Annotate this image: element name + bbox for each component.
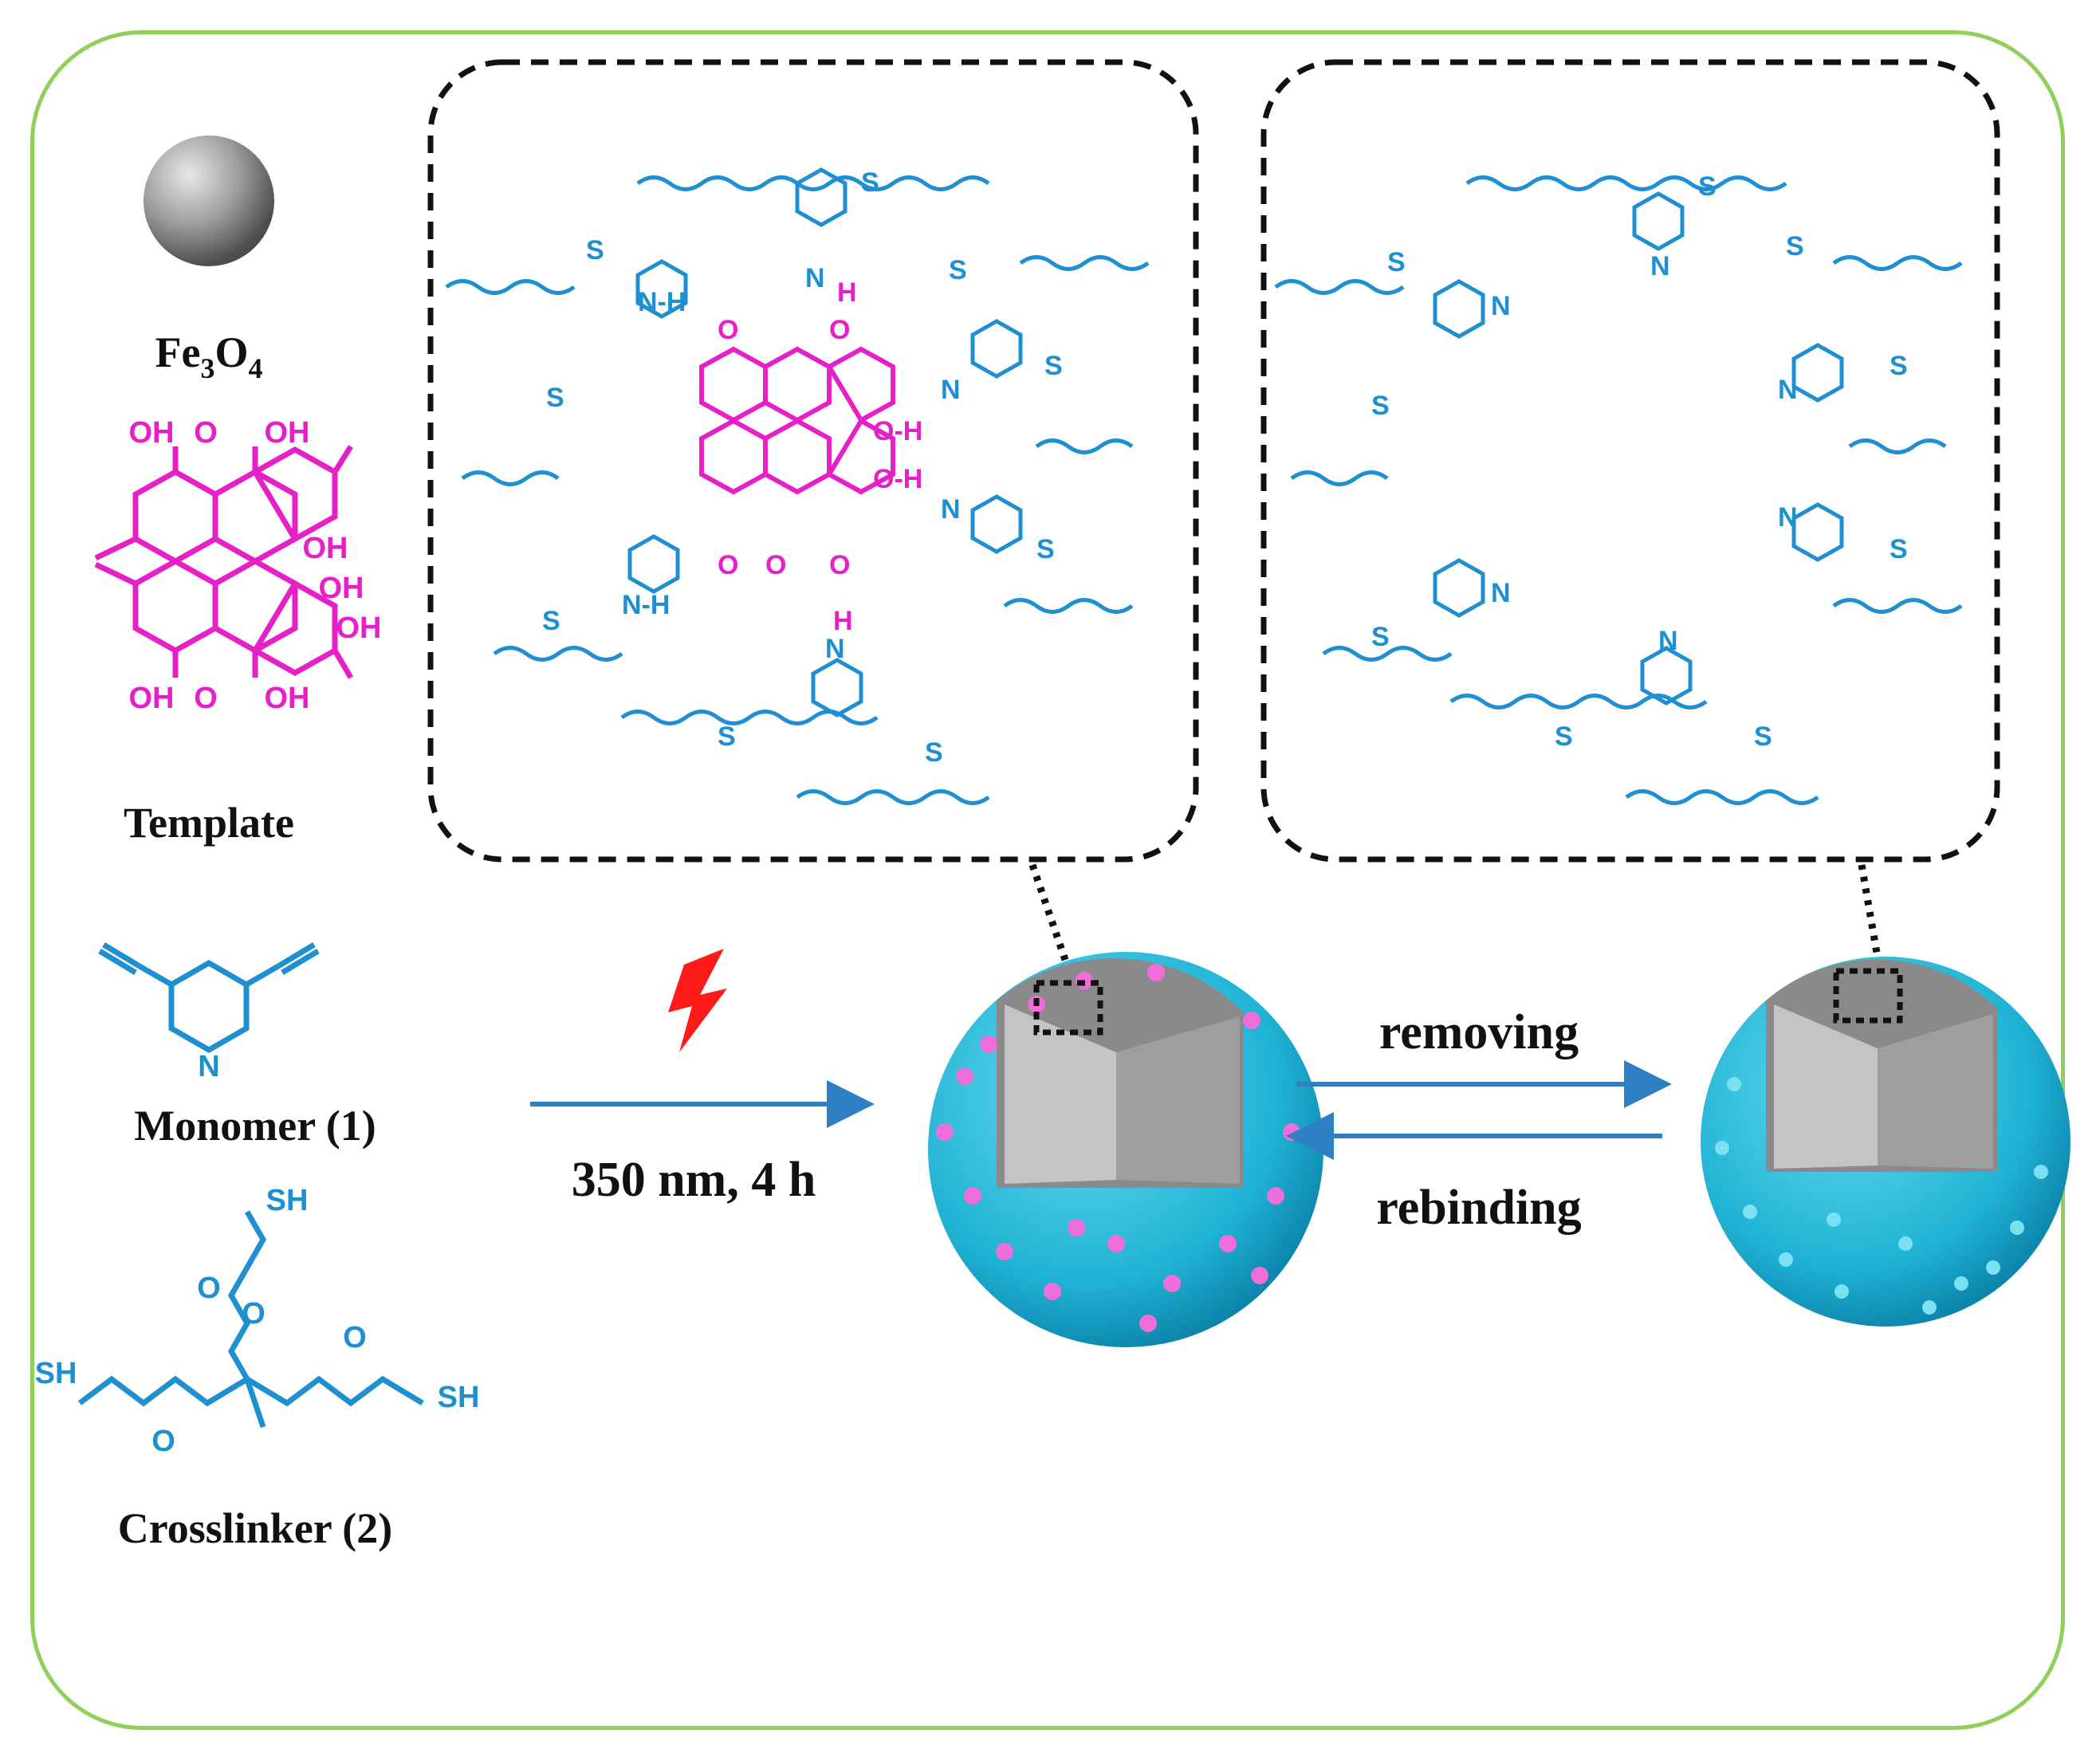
svg-text:H: H	[833, 606, 853, 636]
polymer-network-left	[445, 167, 1150, 805]
monomer-molecule	[98, 941, 320, 1054]
svg-text:S: S	[1698, 171, 1717, 202]
svg-text:O: O	[242, 1297, 265, 1331]
svg-text:SH: SH	[35, 1357, 77, 1390]
svg-text:S: S	[1387, 247, 1406, 277]
svg-text:O: O	[718, 550, 738, 580]
removing-label: removing	[1379, 1005, 1579, 1059]
imprinted-particle-empty	[1701, 957, 2071, 1327]
polymer-network-right	[1274, 175, 1963, 805]
svg-text:OH: OH	[336, 611, 382, 645]
svg-text:O: O	[718, 315, 738, 345]
svg-text:N: N	[1778, 375, 1798, 405]
svg-text:N: N	[1778, 502, 1798, 533]
svg-text:S: S	[586, 235, 604, 265]
zoom-left-atom-labels: S S S S S S S S S N N-H N N N-H N H H O …	[542, 167, 1063, 768]
svg-text:OH: OH	[129, 682, 175, 715]
svg-text:O: O	[829, 315, 850, 345]
crosslinker-atom-labels: SH O O SH O O SH	[35, 1184, 480, 1458]
svg-text:S: S	[1555, 721, 1573, 752]
crosslinker-molecule	[77, 1210, 424, 1429]
fe3o4-label: Fe3O4	[155, 328, 263, 384]
cavity-dots	[1715, 1077, 2048, 1315]
svg-text:N: N	[805, 263, 825, 293]
svg-text:S: S	[925, 737, 943, 768]
zoom-box-template-bound	[427, 59, 1199, 863]
svg-text:S: S	[546, 383, 564, 413]
svg-text:S: S	[949, 255, 967, 285]
svg-text:N: N	[1650, 251, 1670, 281]
reaction-condition: 350 nm, 4 h	[572, 1153, 816, 1207]
svg-text:H: H	[837, 277, 857, 308]
svg-text:N: N	[941, 494, 961, 525]
diagram-frame	[30, 30, 2065, 1730]
svg-text:SH: SH	[438, 1381, 480, 1414]
rebinding-label: rebinding	[1376, 1181, 1581, 1235]
svg-text:OH: OH	[129, 416, 175, 450]
svg-text:OH: OH	[319, 572, 364, 605]
svg-text:N: N	[1491, 578, 1511, 608]
monomer-n-atom: N	[198, 1050, 219, 1083]
template-label: Template	[124, 799, 294, 847]
svg-text:O: O	[151, 1425, 175, 1458]
svg-text:S: S	[542, 606, 560, 636]
svg-text:O: O	[765, 550, 786, 580]
svg-text:OH: OH	[265, 416, 310, 450]
svg-text:N: N	[941, 375, 961, 405]
template-molecule	[94, 445, 354, 679]
zoom-box-template-removed	[1260, 59, 2000, 863]
svg-text:S: S	[1890, 351, 1908, 381]
zoom-connector-left	[1028, 863, 1076, 982]
svg-text:O-H: O-H	[873, 416, 922, 446]
svg-text:S: S	[1786, 231, 1804, 261]
crosslinker-label: Crosslinker (2)	[118, 1504, 393, 1552]
svg-text:S: S	[1044, 351, 1063, 381]
svg-text:S: S	[1371, 622, 1390, 652]
zoom-dotted-box-icon	[1033, 980, 1103, 1036]
bound-template-left	[699, 346, 895, 495]
svg-text:N: N	[1658, 626, 1678, 656]
svg-text:N-H: N-H	[638, 287, 686, 317]
monomer-label: Monomer (1)	[134, 1102, 376, 1150]
svg-text:S: S	[861, 167, 879, 198]
svg-text:O: O	[829, 550, 850, 580]
svg-text:S: S	[1371, 391, 1390, 421]
svg-text:O: O	[343, 1321, 367, 1354]
zoom-dotted-box-icon	[1833, 968, 1903, 1024]
imprinted-particle-with-template	[928, 952, 1323, 1347]
fe3o4-sphere	[144, 136, 274, 266]
svg-text:S: S	[1036, 534, 1055, 564]
svg-text:O: O	[197, 1272, 221, 1305]
svg-text:S: S	[1754, 721, 1772, 752]
zoom-right-atom-labels: S S S S S S S S S N N N N N N	[1371, 171, 1908, 752]
svg-text:O: O	[194, 682, 218, 715]
light-bolt-icon	[668, 949, 727, 1052]
svg-text:N: N	[825, 634, 845, 664]
svg-text:O-H: O-H	[873, 464, 922, 494]
svg-text:OH: OH	[265, 682, 310, 715]
template-atom-labels: OH O OH OH OH OH OH O OH	[129, 416, 382, 715]
svg-text:N: N	[1491, 291, 1511, 321]
svg-text:OH: OH	[303, 532, 348, 565]
svg-text:S: S	[1890, 534, 1908, 564]
svg-text:O: O	[194, 416, 218, 450]
svg-text:SH: SH	[266, 1184, 309, 1217]
svg-text:N-H: N-H	[622, 590, 670, 620]
svg-text:S: S	[718, 721, 736, 752]
